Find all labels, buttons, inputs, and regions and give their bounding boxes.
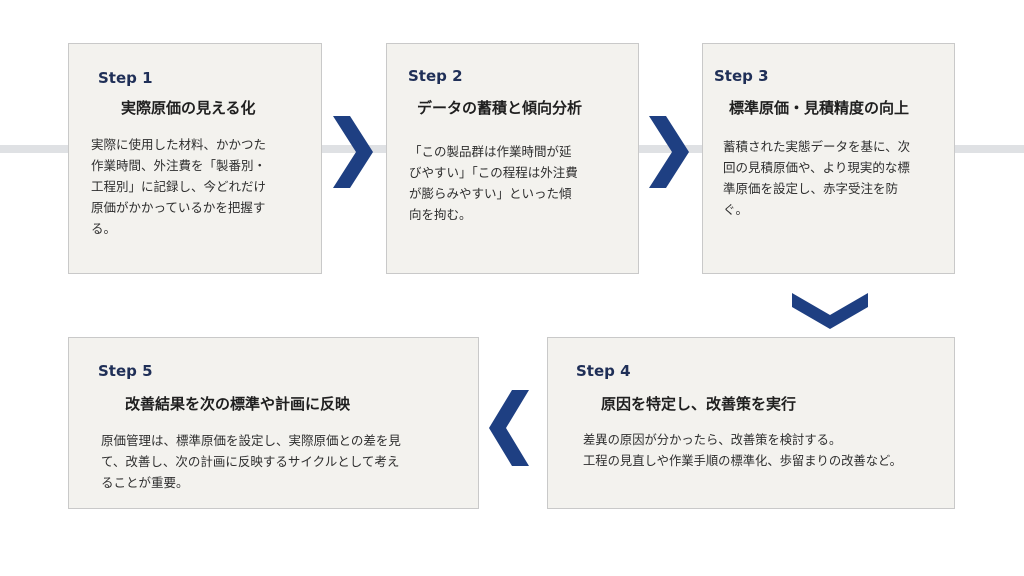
step-1-card: Step 1 実際原価の見える化 実際に使用した材料、かかつた 作業時間、外注費…: [68, 43, 322, 274]
step-5-label: Step 5: [98, 362, 153, 380]
chevron-left-icon: [489, 390, 529, 466]
step-2-card: Step 2 データの蓄積と傾向分析 「この製品群は作業時間が延 びやすい」「こ…: [386, 43, 639, 274]
step-1-body: 実際に使用した材料、かかつた 作業時間、外注費を「製番別・ 工程別」に記録し、今…: [91, 137, 267, 236]
chevron-right-icon: [333, 116, 373, 188]
step-1-label: Step 1: [98, 69, 153, 87]
step-5-title: 改善結果を次の標準や計画に反映: [125, 395, 351, 413]
step-3-body: 蓄積された実態データを基に、次 回の見積原価や、より現実的な標 準原価を設定し、…: [723, 139, 911, 217]
step-5-card: Step 5 改善結果を次の標準や計画に反映 原価管理は、標準原価を設定し、実際…: [68, 337, 479, 509]
step-3-label: Step 3: [714, 67, 769, 85]
step-2-title: データの蓄積と傾向分析: [417, 99, 583, 117]
step-3-title: 標準原価・見積精度の向上: [729, 99, 910, 117]
step-5-body: 原価管理は、標準原価を設定し、実際原価との差を見 て、改善し、次の計画に反映する…: [101, 433, 401, 490]
step-2-body: 「この製品群は作業時間が延 びやすい」「この程程は外注費 が膨らみやすい」といっ…: [409, 144, 578, 222]
step-2-label: Step 2: [408, 67, 463, 85]
step-3-card: Step 3 標準原価・見積精度の向上 蓄積された実態データを基に、次 回の見積…: [702, 43, 955, 274]
chevron-right-icon: [649, 116, 689, 188]
step-4-card: Step 4 原因を特定し、改善策を実行 差異の原因が分かったら、改善策を検討す…: [547, 337, 955, 509]
chevron-down-icon: [792, 293, 868, 329]
step-4-label: Step 4: [576, 362, 631, 380]
step-4-body: 差異の原因が分かったら、改善策を検討する。 工程の見直しや作業手順の標準化、歩留…: [583, 433, 902, 468]
step-1-title: 実際原価の見える化: [121, 99, 256, 117]
step-4-title: 原因を特定し、改善策を実行: [601, 395, 797, 413]
